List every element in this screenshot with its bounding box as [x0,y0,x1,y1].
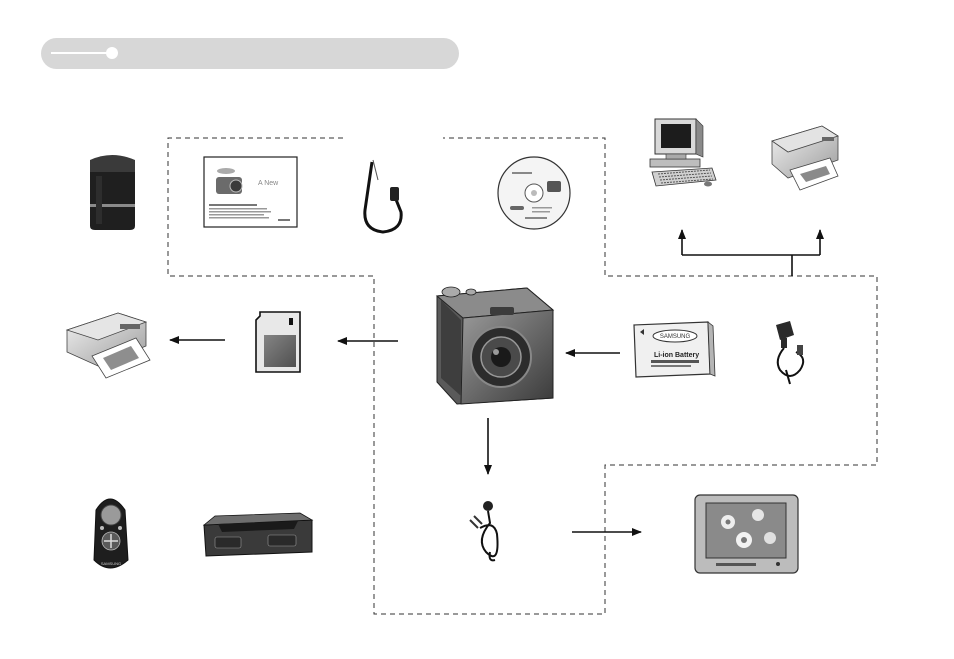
printer-top-icon [772,126,838,190]
computer-icon [650,119,716,187]
remote-brand-text: SAMSUNG [101,561,121,566]
camera-icon [437,287,553,404]
battery-label-text: Li-ion Battery [654,352,699,359]
arrow-connector-pc-printer [682,255,820,276]
cd-icon [498,157,570,229]
battery-icon [634,322,715,377]
charger-icon [776,321,803,384]
battery-brand-text: SAMSUNG [660,334,691,340]
remote-icon [94,499,128,568]
av-cable-icon [470,501,498,560]
cradle-icon [204,513,312,556]
sd-card-icon [256,312,300,372]
strap-icon [365,160,401,232]
manual-icon [204,157,297,227]
tv-icon [695,495,798,573]
case-icon [90,155,135,230]
manual-title-text: A New [258,180,279,187]
printer-left-icon [67,313,150,378]
